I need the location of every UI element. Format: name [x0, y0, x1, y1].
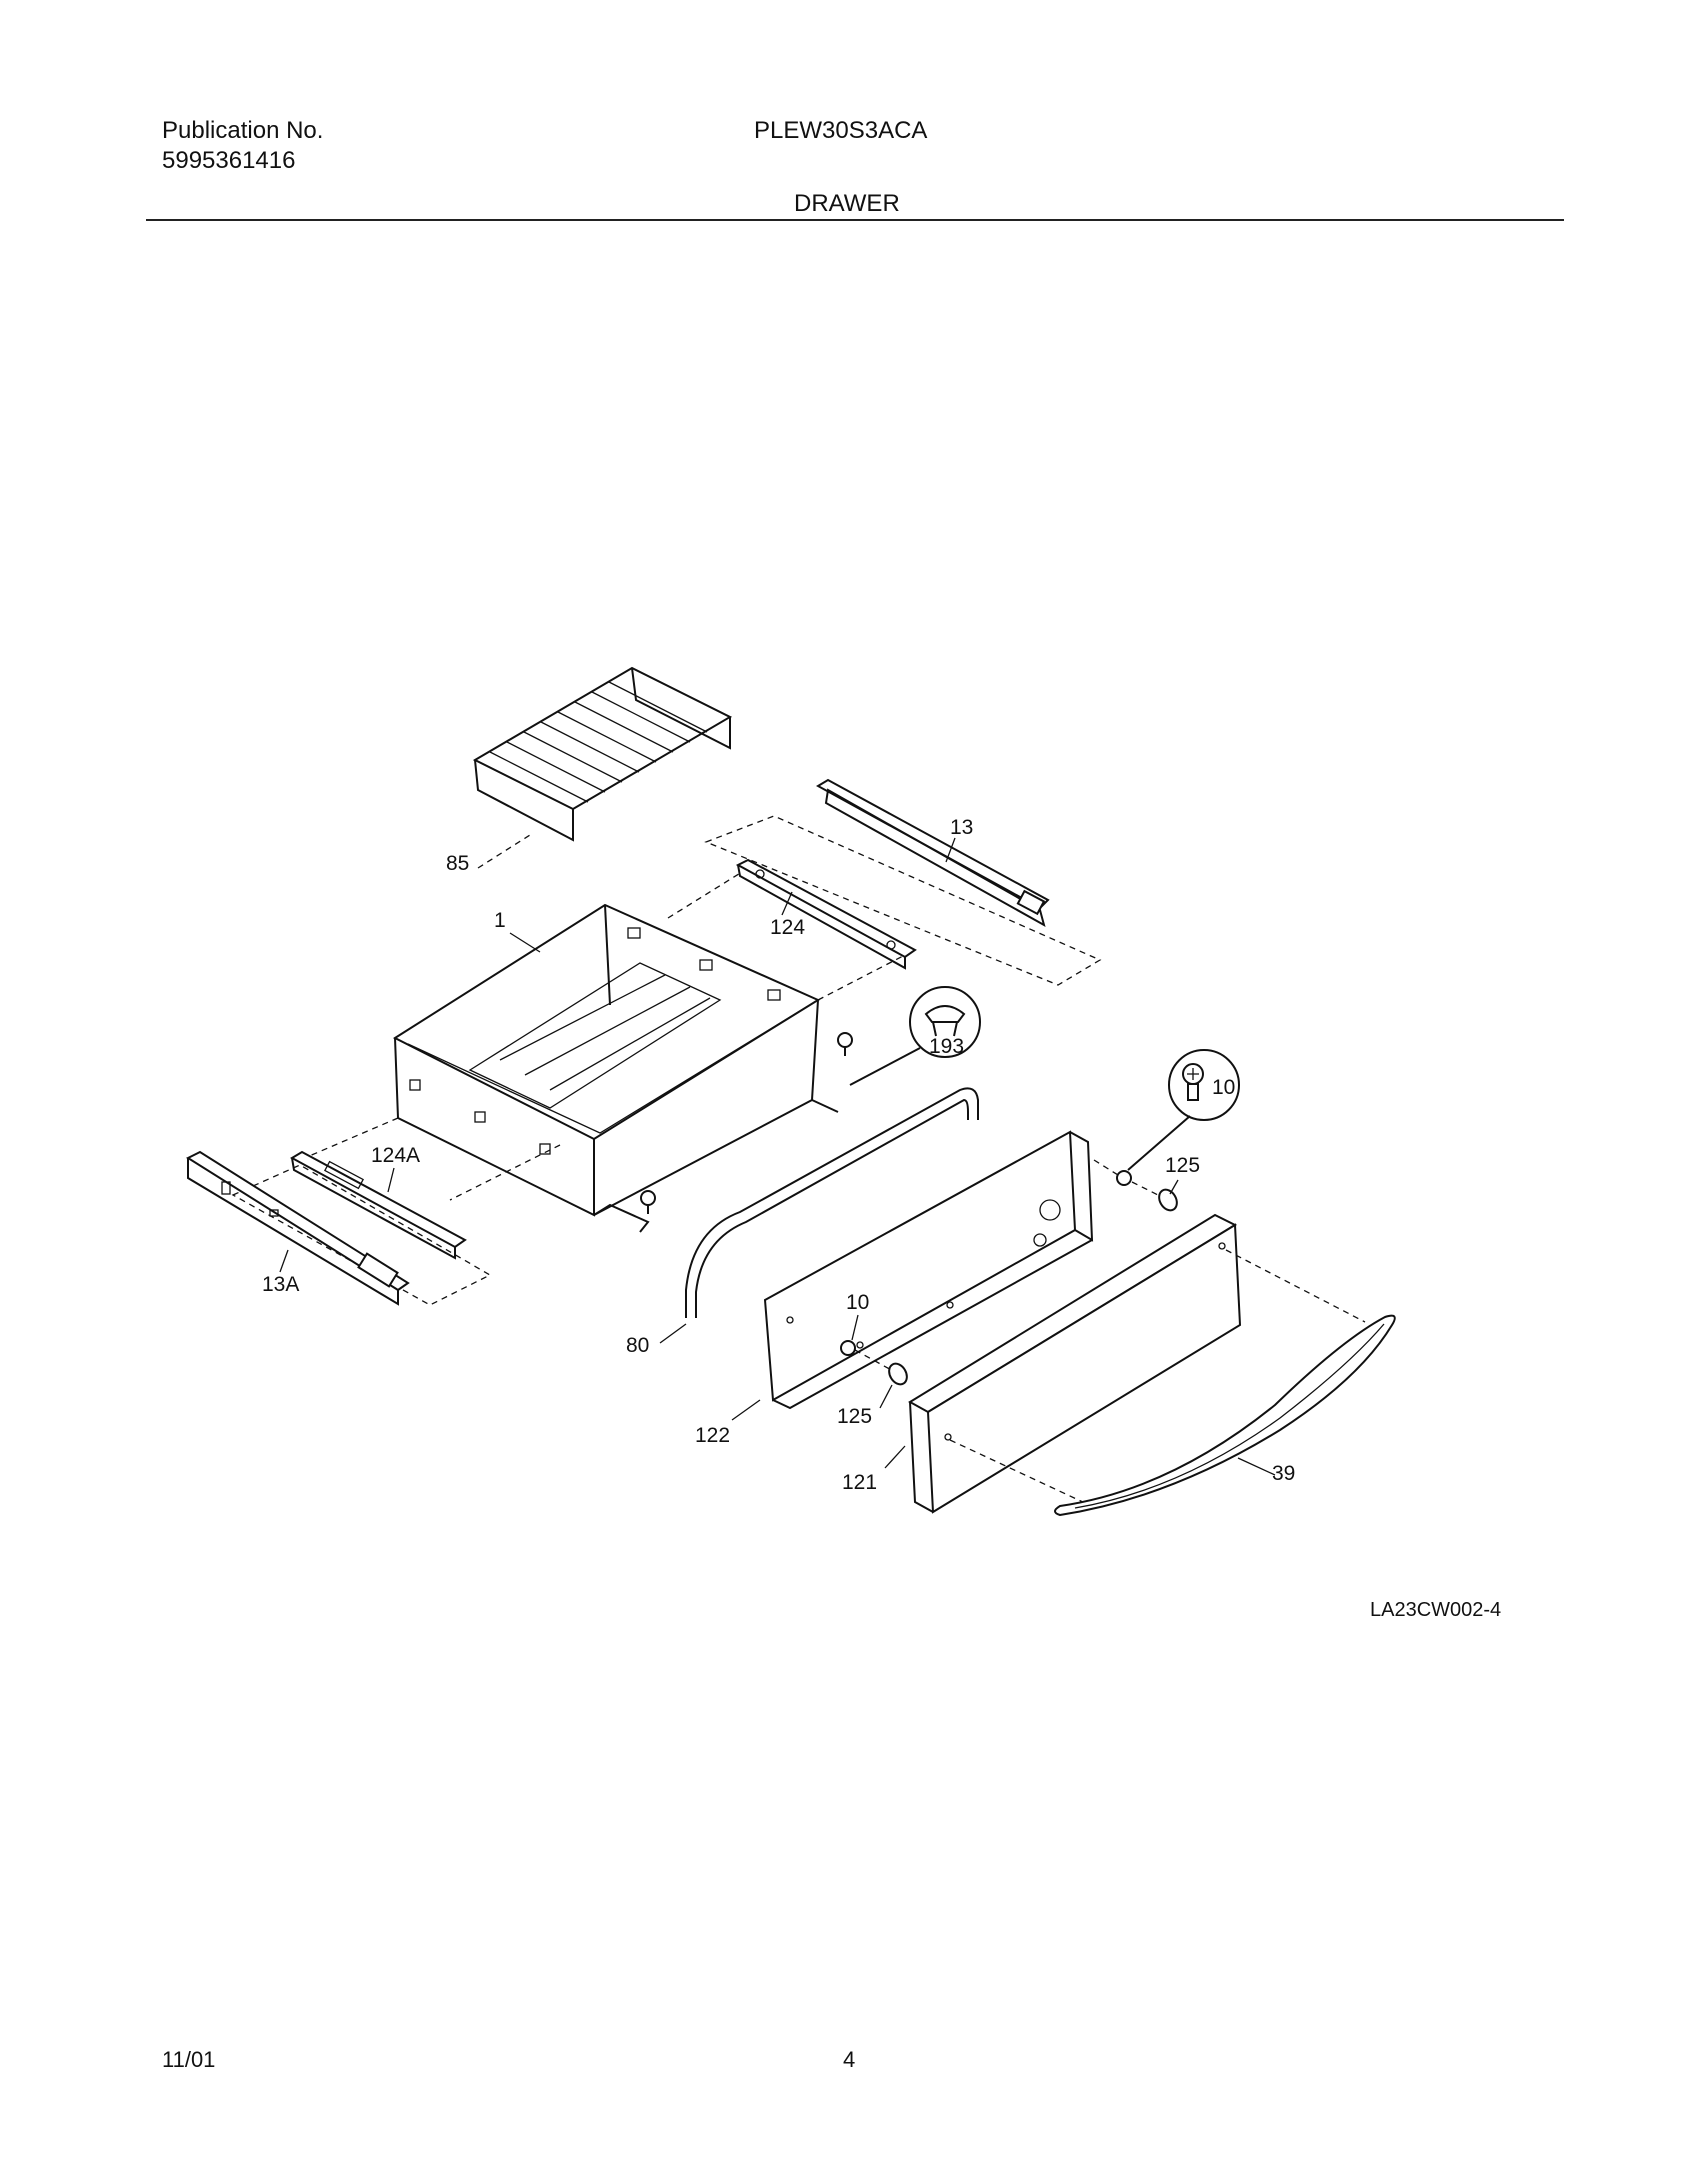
slide-left-part [185, 1150, 492, 1306]
gasket-part [685, 1087, 979, 1318]
callout-122: 122 [695, 1424, 730, 1447]
callout-124A: 124A [371, 1144, 420, 1167]
footer-date: 11/01 [162, 2047, 216, 2072]
callout-1: 1 [494, 909, 506, 932]
inner-panel-part [763, 1130, 1094, 1410]
slide-right-part [704, 778, 1102, 986]
header-rule [146, 219, 1564, 221]
front-panel-part [908, 1213, 1366, 1514]
callout-13A: 13A [262, 1273, 299, 1296]
screw-detail [1127, 1049, 1240, 1171]
callout-13: 13 [950, 816, 973, 839]
rail-left-part [289, 1150, 467, 1260]
callout-193: 193 [929, 1035, 964, 1058]
callout-10-detail: 10 [1212, 1076, 1235, 1099]
publication-label: Publication No. [162, 117, 324, 144]
section-title: DRAWER [794, 190, 900, 217]
model-number: PLEW30S3ACA [754, 117, 928, 144]
callout-39: 39 [1272, 1462, 1295, 1485]
callout-125-lower: 125 [837, 1405, 872, 1428]
leader-lines [279, 834, 1276, 1476]
callout-121: 121 [842, 1471, 877, 1494]
callout-80: 80 [626, 1334, 649, 1357]
rack-part [472, 666, 733, 842]
callout-124: 124 [770, 916, 805, 939]
rail-right-part [735, 858, 917, 970]
handle-part [1054, 1314, 1396, 1517]
publication-number: 5995361416 [162, 147, 296, 174]
hardware-part [840, 1159, 1178, 1386]
page-number: 4 [843, 2047, 856, 2072]
bumper-detail [849, 986, 981, 1086]
callout-10: 10 [846, 1291, 869, 1314]
callout-85: 85 [446, 852, 469, 875]
callout-125-right: 125 [1165, 1154, 1200, 1177]
drawer-body-part [299, 871, 906, 1233]
drawing-code: LA23CW002-4 [1370, 1599, 1501, 1621]
